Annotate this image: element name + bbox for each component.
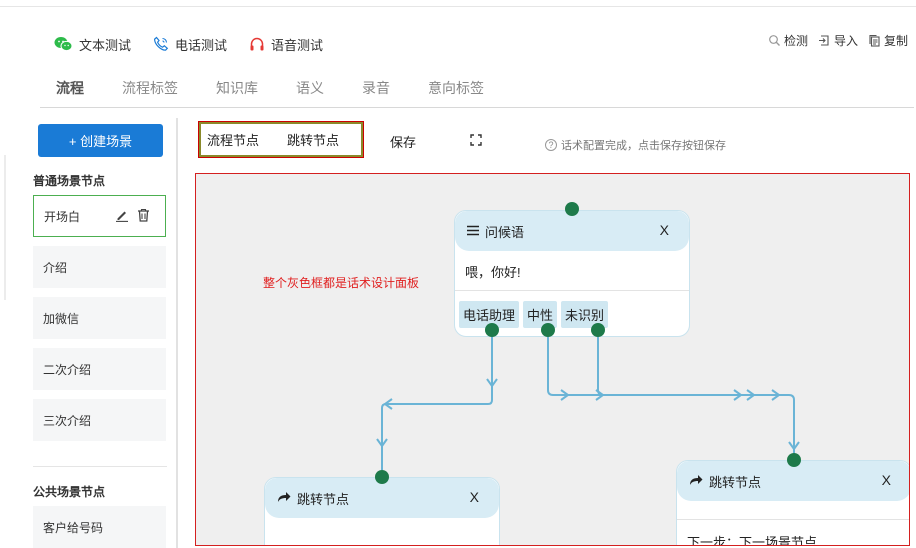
scene-item[interactable]: 三次介绍	[33, 399, 166, 441]
scene-item[interactable]: 开场白	[33, 195, 166, 237]
jump-node-drag-item[interactable]: 跳转节点	[287, 133, 340, 148]
arrow-right-icon	[595, 389, 605, 401]
menu-icon	[467, 224, 479, 239]
tab-flow-tags[interactable]: 流程标签	[122, 80, 178, 96]
arrow-down-icon	[788, 441, 800, 451]
create-scene-button[interactable]: + 创建场景	[38, 124, 163, 157]
node-header[interactable]: 问候语 X	[455, 211, 689, 251]
copy-button[interactable]: 复制	[868, 32, 908, 49]
input-port[interactable]	[565, 202, 579, 216]
common-scenes-title: 普通场景节点	[33, 174, 106, 188]
text-test-button[interactable]: 文本测试	[54, 35, 131, 54]
left-scroll-track	[4, 155, 6, 300]
tab-recordings[interactable]: 录音	[362, 80, 390, 96]
question-icon: ?	[545, 139, 557, 151]
scene-item-label: 介绍	[43, 260, 68, 275]
tool-actions: 检测 导入 复制	[758, 32, 908, 49]
tab-intent-tags[interactable]: 意向标签	[428, 80, 484, 96]
dialog-design-canvas[interactable]: 整个灰色框都是话术设计面板	[195, 173, 910, 546]
arrow-right-icon	[771, 389, 781, 401]
scene-item[interactable]: 加微信	[33, 297, 166, 339]
headphone-icon	[249, 36, 265, 52]
close-node-button[interactable]: X	[881, 472, 891, 488]
test-toolbar: 文本测试 电话测试 语音测试	[54, 34, 345, 54]
canvas-annotation: 整个灰色框都是话术设计面板	[263, 276, 420, 290]
phone-test-button[interactable]: 电话测试	[153, 35, 227, 54]
flow-node-drag-item[interactable]: 流程节点	[207, 133, 260, 148]
sidebar-divider	[33, 466, 167, 467]
edit-icon[interactable]	[115, 208, 129, 222]
save-hint-text: 话术配置完成，点击保存按钮保存	[561, 140, 726, 152]
tab-knowledge-base[interactable]: 知识库	[216, 80, 258, 96]
scene-actions	[107, 208, 150, 222]
node-content: 下一步：下一场景节点	[677, 519, 909, 545]
import-icon	[818, 34, 831, 47]
forward-arrow-icon	[277, 491, 291, 506]
close-node-button[interactable]: X	[469, 489, 479, 505]
forward-arrow-icon	[689, 474, 703, 489]
greeting-flow-node[interactable]: 问候语 X 喂，你好! 电话助理 中性 未识别	[454, 210, 690, 337]
scene-sidebar: + 创建场景 普通场景节点 开场白 介绍 加微信 二次介绍 三次介绍 公共场景节…	[33, 124, 167, 548]
import-label: 导入	[833, 34, 858, 48]
output-port[interactable]	[541, 323, 555, 337]
edge-to-left-jump	[381, 332, 493, 470]
top-divider	[0, 6, 916, 7]
input-port[interactable]	[375, 470, 389, 484]
save-hint: ? 话术配置完成，点击保存按钮保存	[545, 137, 726, 153]
scene-item-label: 加微信	[43, 311, 80, 326]
phone-icon	[153, 36, 169, 52]
copy-label: 复制	[883, 34, 908, 48]
jump-node-right[interactable]: 跳转节点 X 下一步：下一场景节点	[676, 460, 909, 545]
check-button[interactable]: 检测	[768, 32, 808, 49]
arrow-right-icon	[733, 389, 743, 401]
arrow-down-icon	[486, 378, 498, 388]
copy-icon	[868, 34, 881, 47]
save-button[interactable]: 保存	[390, 135, 417, 150]
scene-item[interactable]: 二次介绍	[33, 348, 166, 390]
node-header[interactable]: 跳转节点 X	[265, 478, 499, 518]
arrow-right-icon	[560, 389, 570, 401]
arrow-down-icon	[376, 438, 388, 448]
node-title: 问候语	[485, 224, 525, 240]
scene-item[interactable]: 介绍	[33, 246, 166, 288]
check-label: 检测	[783, 34, 808, 48]
node-type-palette: 流程节点 跳转节点	[198, 121, 364, 158]
output-port[interactable]	[591, 323, 605, 337]
node-title: 跳转节点	[709, 474, 762, 490]
arrow-left-icon	[383, 398, 393, 410]
branch-tag[interactable]: 电话助理	[459, 301, 520, 328]
public-scenes-title: 公共场景节点	[33, 485, 106, 499]
main-tabs: 流程 流程标签 知识库 语义 录音 意向标签	[56, 78, 522, 98]
jump-node-left[interactable]: 跳转节点 X	[264, 477, 500, 545]
fullscreen-icon[interactable]	[470, 134, 482, 146]
node-content: 喂，你好!	[455, 251, 689, 291]
phone-test-label: 电话测试	[175, 37, 228, 53]
wechat-icon	[54, 36, 73, 52]
output-port[interactable]	[485, 323, 499, 337]
scene-item-label: 二次介绍	[43, 362, 92, 377]
voice-test-label: 语音测试	[271, 37, 324, 53]
scene-item-label: 开场白	[44, 209, 81, 224]
delete-icon[interactable]	[137, 208, 150, 222]
text-test-label: 文本测试	[79, 37, 132, 53]
close-node-button[interactable]: X	[659, 222, 669, 238]
import-button[interactable]: 导入	[818, 32, 858, 49]
edge-to-right-jump	[547, 332, 795, 454]
scene-item[interactable]: 客户给号码	[33, 506, 166, 548]
scene-item-label: 客户给号码	[43, 520, 104, 535]
input-port[interactable]	[787, 453, 801, 467]
tabs-divider	[40, 107, 914, 108]
tab-semantics[interactable]: 语义	[296, 80, 324, 96]
edge-merge	[597, 332, 604, 396]
tab-flow[interactable]: 流程	[56, 80, 84, 96]
search-icon	[768, 34, 781, 47]
voice-test-button[interactable]: 语音测试	[249, 35, 323, 54]
arrow-right-icon	[746, 389, 756, 401]
sidebar-scrollbar[interactable]	[176, 118, 178, 548]
node-header[interactable]: 跳转节点 X	[677, 461, 909, 501]
connection-lines	[376, 332, 800, 470]
node-title: 跳转节点	[297, 491, 350, 507]
scene-item-label: 三次介绍	[43, 413, 92, 428]
